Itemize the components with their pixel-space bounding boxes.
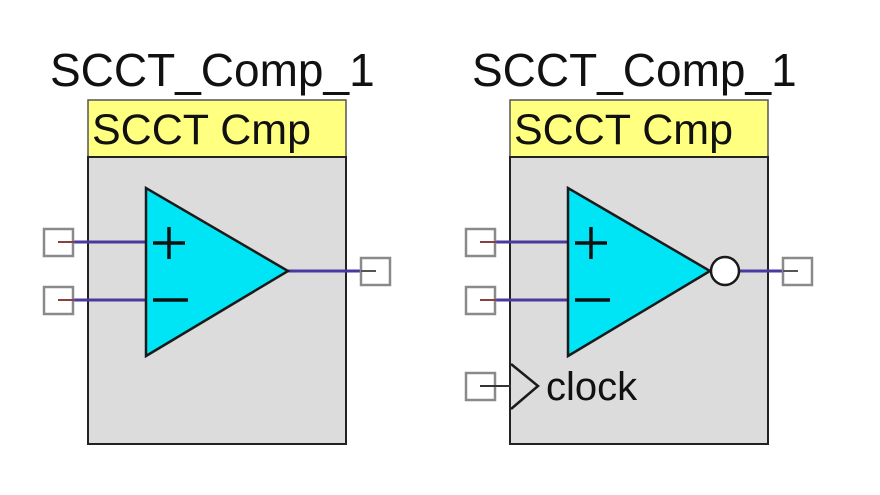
clock-label: clock	[546, 365, 638, 409]
component-header	[509, 99, 769, 158]
comparator-component-1[interactable]: SCCT_Comp_1 SCCT Cmp	[42, 44, 392, 445]
instance-name-label: SCCT_Comp_1	[50, 44, 375, 96]
component-header	[87, 99, 347, 158]
inversion-bubble-icon	[709, 255, 741, 287]
component-header-label: SCCT Cmp	[92, 106, 311, 154]
comparator-triangle-icon	[566, 185, 713, 359]
clock-edge-icon	[510, 363, 540, 410]
comparator-component-2[interactable]: SCCT_Comp_1 SCCT Cmp clock	[464, 44, 814, 445]
comparator-triangle-icon	[144, 185, 291, 359]
instance-name-label: SCCT_Comp_1	[472, 44, 797, 96]
component-header-label: SCCT Cmp	[514, 106, 733, 154]
